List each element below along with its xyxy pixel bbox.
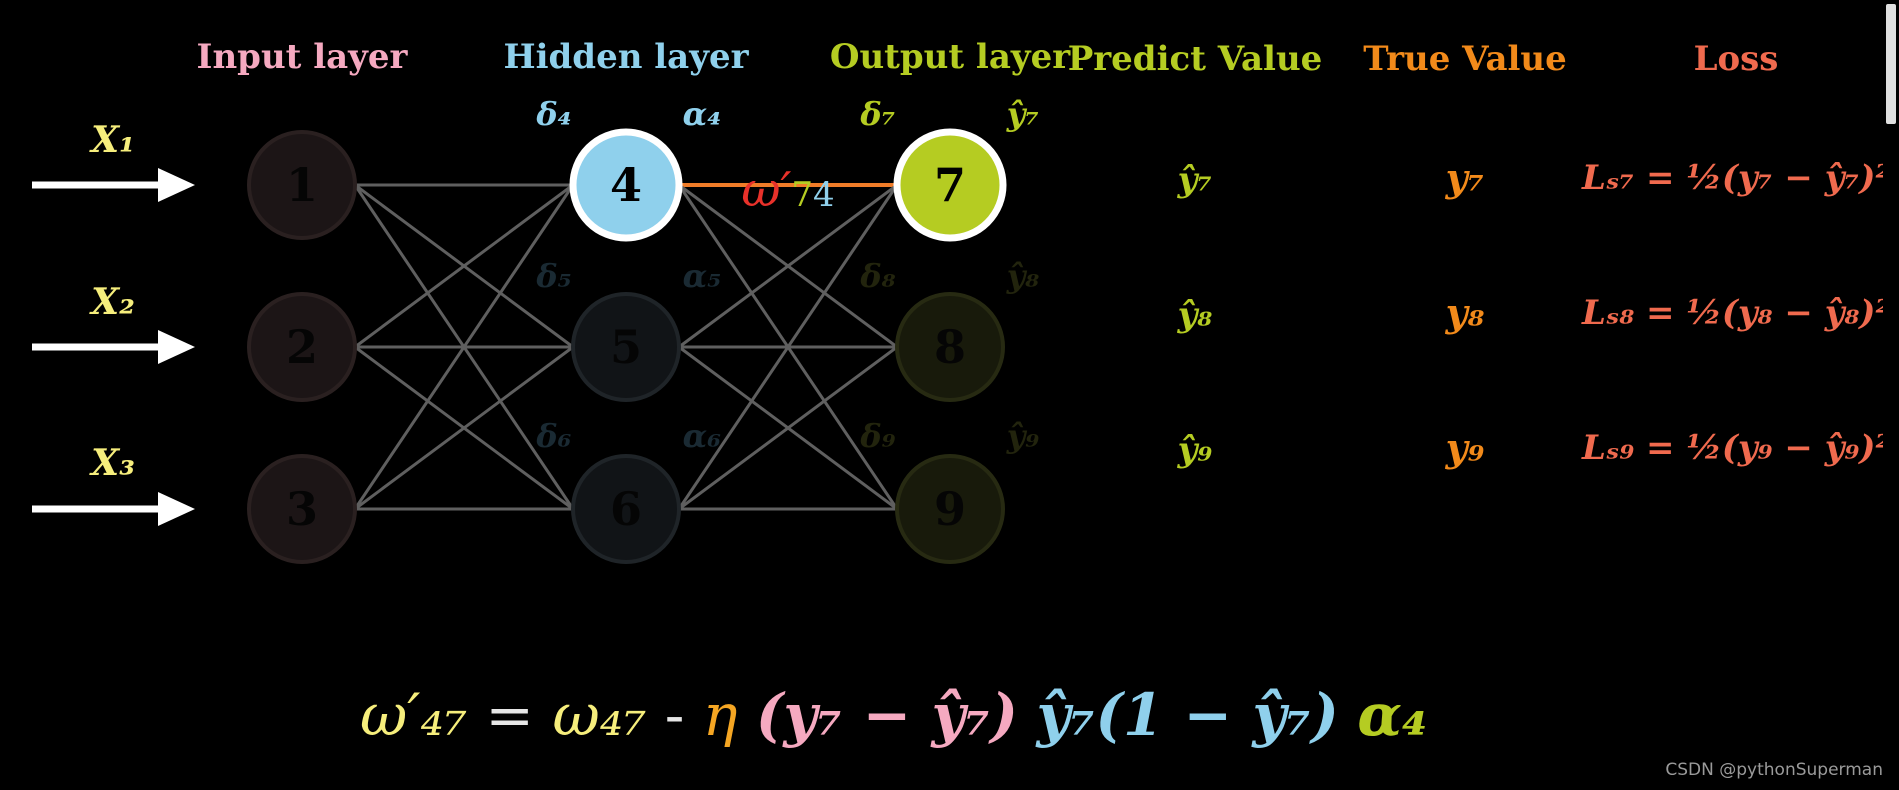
input-x2-label: X₂: [91, 281, 135, 323]
node-8: 8: [895, 292, 1005, 402]
edge-6-8: [678, 345, 898, 511]
node-label-8: 8: [934, 320, 966, 374]
formula-activation: α₄: [1357, 681, 1428, 749]
loss-9: Lₛ₉ = ½(y₉ − ŷ₉)²: [1582, 428, 1891, 468]
loss-heading: Loss: [1693, 39, 1779, 79]
weight-update-formula: ω′₄₇ = ω₄₇ - η (y₇ − ŷ₇) ŷ₇(1 − ŷ₇) α₄: [360, 686, 1427, 744]
predict-value-9: ŷ₉: [1177, 430, 1213, 470]
output-delta-7: δ₇: [860, 95, 896, 133]
hidden-alpha-5: α₅: [682, 257, 722, 295]
node-label-9: 9: [934, 482, 966, 536]
node-4: 4: [569, 128, 683, 242]
node-2: 2: [247, 292, 357, 402]
formula-minus: -: [664, 681, 685, 749]
predict-value-heading: Predict Value: [1067, 39, 1323, 79]
output-pred-9: ŷ₉: [1006, 417, 1040, 455]
connection-lines: [353, 183, 899, 511]
loss-7: Lₛ₇ = ½(y₇ − ŷ₇)²: [1582, 158, 1891, 198]
hidden-delta-4: δ₄: [536, 95, 572, 133]
node-label-6: 6: [610, 482, 642, 536]
edge-5-7: [678, 183, 898, 349]
formula-old-weight: ω₄₇: [552, 681, 647, 749]
input-arrow-1: [32, 168, 195, 202]
hidden-layer-heading: Hidden layer: [503, 37, 749, 77]
node-label-1: 1: [286, 158, 318, 212]
formula-derivative-term: ŷ₇(1 − ŷ₇): [1036, 681, 1339, 749]
weight-symbol: ω′: [741, 162, 792, 218]
output-delta-8: δ₈: [860, 257, 896, 295]
formula-equals: =: [485, 681, 535, 749]
edge-3-5: [354, 345, 574, 511]
node-7: 7: [893, 128, 1007, 242]
output-pred-8: ŷ₈: [1006, 257, 1040, 295]
node-3: 3: [247, 454, 357, 564]
hidden-delta-6: δ₆: [536, 417, 572, 455]
input-arrow-3: [32, 492, 195, 526]
node-label-3: 3: [286, 482, 318, 536]
predict-value-8: ŷ₈: [1177, 295, 1213, 335]
true-value-heading: True Value: [1363, 39, 1567, 79]
formula-error-term: (y₇ − ŷ₇): [755, 681, 1018, 749]
input-arrow-2: [32, 330, 195, 364]
input-layer-heading: Input layer: [196, 37, 408, 77]
watermark: CSDN @pythonSuperman: [1665, 760, 1883, 780]
input-x3-label: X₃: [91, 442, 135, 484]
node-1: 1: [247, 130, 357, 240]
predict-value-7: ŷ₇: [1177, 160, 1213, 200]
node-9: 9: [895, 454, 1005, 564]
node-label-7: 7: [934, 158, 966, 212]
weight-subscript-second: 4: [813, 175, 835, 215]
hidden-delta-5: δ₅: [536, 257, 572, 295]
formula-learning-rate: η: [702, 681, 738, 749]
output-delta-9: δ₉: [860, 417, 896, 455]
true-value-8: y₈: [1445, 290, 1485, 335]
node-label-2: 2: [286, 320, 318, 374]
vertical-scrollbar[interactable]: [1883, 0, 1899, 790]
true-value-9: y₉: [1445, 425, 1485, 470]
node-label-4: 4: [610, 158, 642, 212]
output-layer-heading: Output layer: [829, 37, 1071, 77]
node-6: 6: [571, 454, 681, 564]
weight-subscript-first: 7: [791, 175, 814, 215]
weight-label-74: ω′74: [741, 166, 834, 214]
node-label-5: 5: [610, 320, 642, 374]
node-5: 5: [571, 292, 681, 402]
input-arrows: [32, 168, 195, 526]
edge-2-4: [354, 183, 574, 349]
edge-6-7: [677, 184, 899, 510]
scrollbar-thumb[interactable]: [1886, 4, 1896, 124]
loss-8: Lₛ₈ = ½(y₈ − ŷ₈)²: [1582, 293, 1891, 333]
edge-3-4: [353, 184, 575, 510]
formula-lhs: ω′₄₇: [360, 681, 467, 749]
neuron-nodes: 1 2 3 4 5 6 7 8 9: [247, 128, 1007, 564]
input-x1-label: X₁: [91, 119, 135, 161]
true-value-7: y₇: [1445, 155, 1485, 200]
output-pred-7: ŷ₇: [1006, 95, 1040, 133]
hidden-alpha-6: α₆: [682, 417, 722, 455]
hidden-alpha-4: α₄: [682, 95, 722, 133]
